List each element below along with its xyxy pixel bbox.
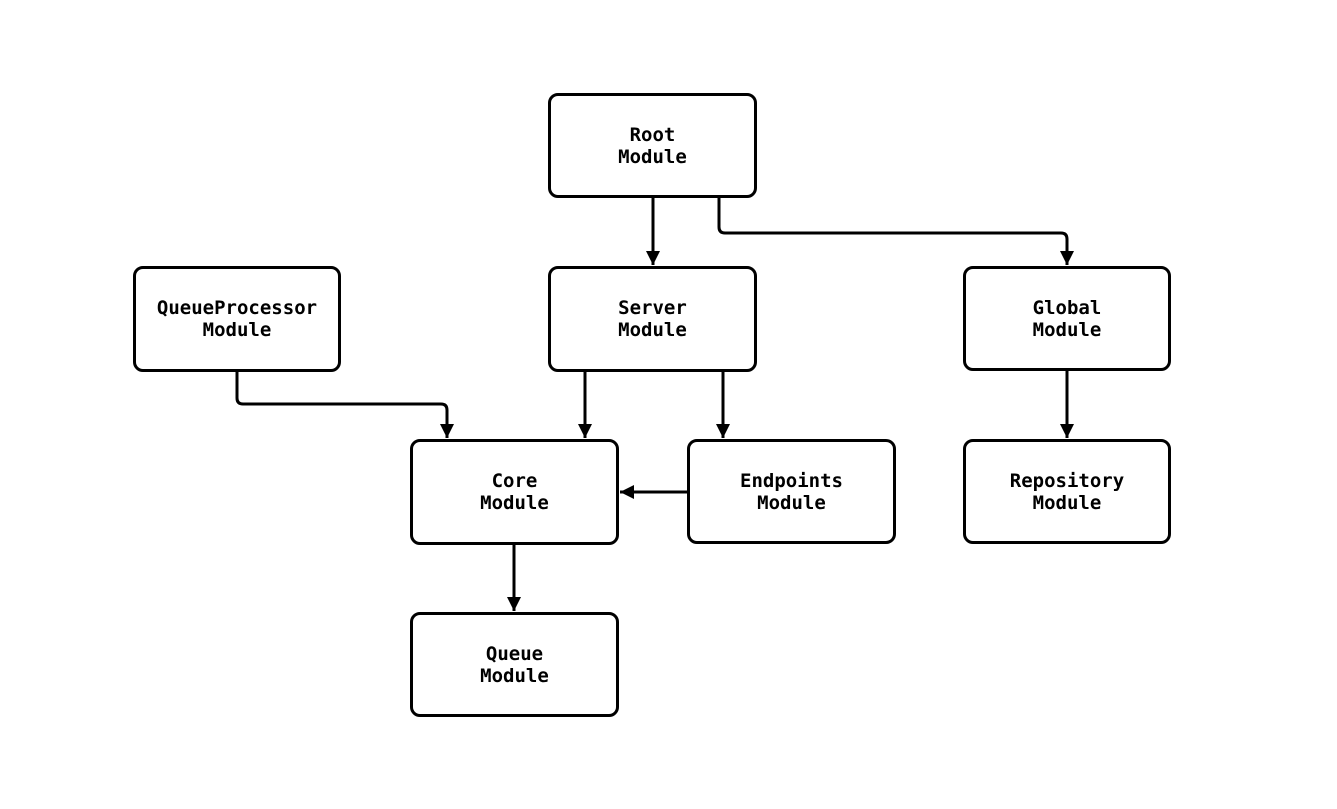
node-label-line: Root [629,123,676,146]
node-label-line: Module [480,664,549,687]
node-global-module: Global Module [963,266,1171,371]
node-queueprocessor-module: QueueProcessor Module [133,266,341,372]
node-label-line: Module [1032,491,1102,514]
node-endpoints-module: Endpoints Module [687,439,896,544]
node-label-line: Queue [485,642,544,665]
node-root-module: Root Module [548,93,757,198]
edge-root-to-global [717,198,1074,265]
node-label-line: Module [480,492,549,514]
node-label-line: Global [1032,296,1102,319]
node-repository-module: Repository Module [963,439,1171,544]
node-label-line: Module [757,491,826,514]
node-core-module: Core Module [410,439,619,545]
node-server-module: Server Module [548,266,757,372]
node-label-line: Module [618,145,687,168]
node-label-line: Core [491,470,538,492]
node-label-line: Module [202,319,272,341]
edge-queueprocessor-to-core [235,372,454,438]
node-label-line: Module [618,319,687,341]
node-label-line: QueueProcessor [156,297,318,319]
node-queue-module: Queue Module [410,612,619,717]
node-label-line: Module [1032,318,1102,341]
node-label-line: Endpoints [740,469,843,492]
node-label-line: Repository [1009,469,1125,492]
node-label-line: Server [618,297,687,319]
